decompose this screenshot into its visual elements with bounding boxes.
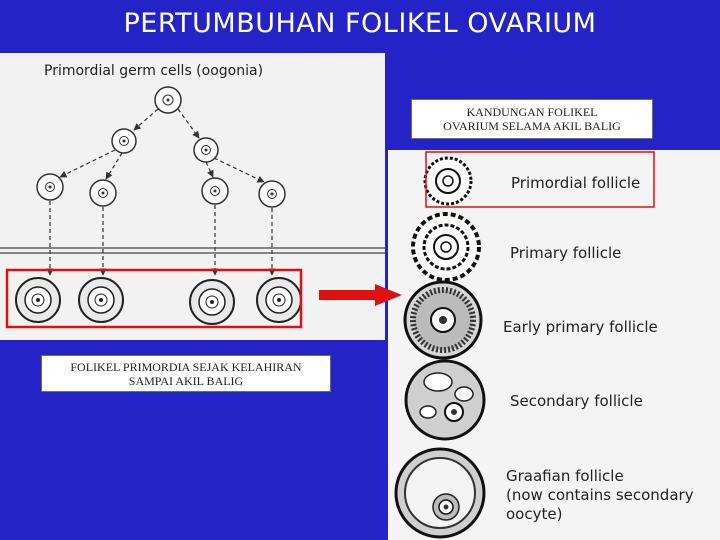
oogonium-cell	[259, 181, 285, 207]
stage-label-graafian-note: (now contains secondary	[506, 486, 694, 504]
oogonium-cell	[112, 129, 136, 153]
primordial-follicle	[16, 278, 60, 322]
stage-label-secondary: Secondary follicle	[510, 392, 643, 410]
callout-primordial-follicle: FOLIKEL PRIMORDIA SEJAK KELAHIRAN SAMPAI…	[41, 355, 331, 392]
division-arrows	[50, 109, 272, 275]
secondary-follicle-illustration	[406, 361, 484, 439]
oogonium-cell	[202, 178, 228, 204]
primordial-follicle-illustration	[425, 158, 471, 204]
callout-line: FOLIKEL PRIMORDIA SEJAK KELAHIRAN	[42, 360, 330, 374]
slide-title: PERTUMBUHAN FOLIKEL OVARIUM	[0, 8, 720, 39]
stage-label-graafian: Graafian follicle	[506, 467, 624, 485]
red-arrow-icon	[318, 283, 404, 307]
callout-line: OVARIUM SELAMA AKIL BALIG	[412, 119, 652, 133]
oogonium-cell	[155, 87, 181, 113]
follicle-stages-diagram: Primordial follicle Primary follicle Ear…	[388, 150, 720, 540]
oogonia-header: Primordial germ cells (oogonia)	[44, 63, 263, 79]
stage-label-primordial: Primordial follicle	[511, 174, 640, 192]
oogonium-cell	[37, 174, 63, 200]
oogonium-cell	[90, 180, 116, 206]
callout-line: SAMPAI AKIL BALIG	[42, 374, 330, 388]
stage-label-primary: Primary follicle	[510, 244, 621, 262]
graafian-follicle-illustration	[396, 449, 484, 537]
primordial-follicle	[190, 280, 234, 324]
callout-follicle-content: KANDUNGAN FOLIKEL OVARIUM SELAMA AKIL BA…	[411, 99, 653, 139]
stage-label-graafian-note: oocyte)	[506, 505, 562, 523]
stage-label-early-primary: Early primary follicle	[503, 318, 658, 336]
early-primary-follicle-illustration	[405, 282, 481, 358]
primordial-follicle	[79, 278, 123, 322]
callout-line: KANDUNGAN FOLIKEL	[412, 105, 652, 119]
primordial-follicle	[257, 278, 301, 322]
primary-follicle-illustration	[413, 214, 479, 280]
